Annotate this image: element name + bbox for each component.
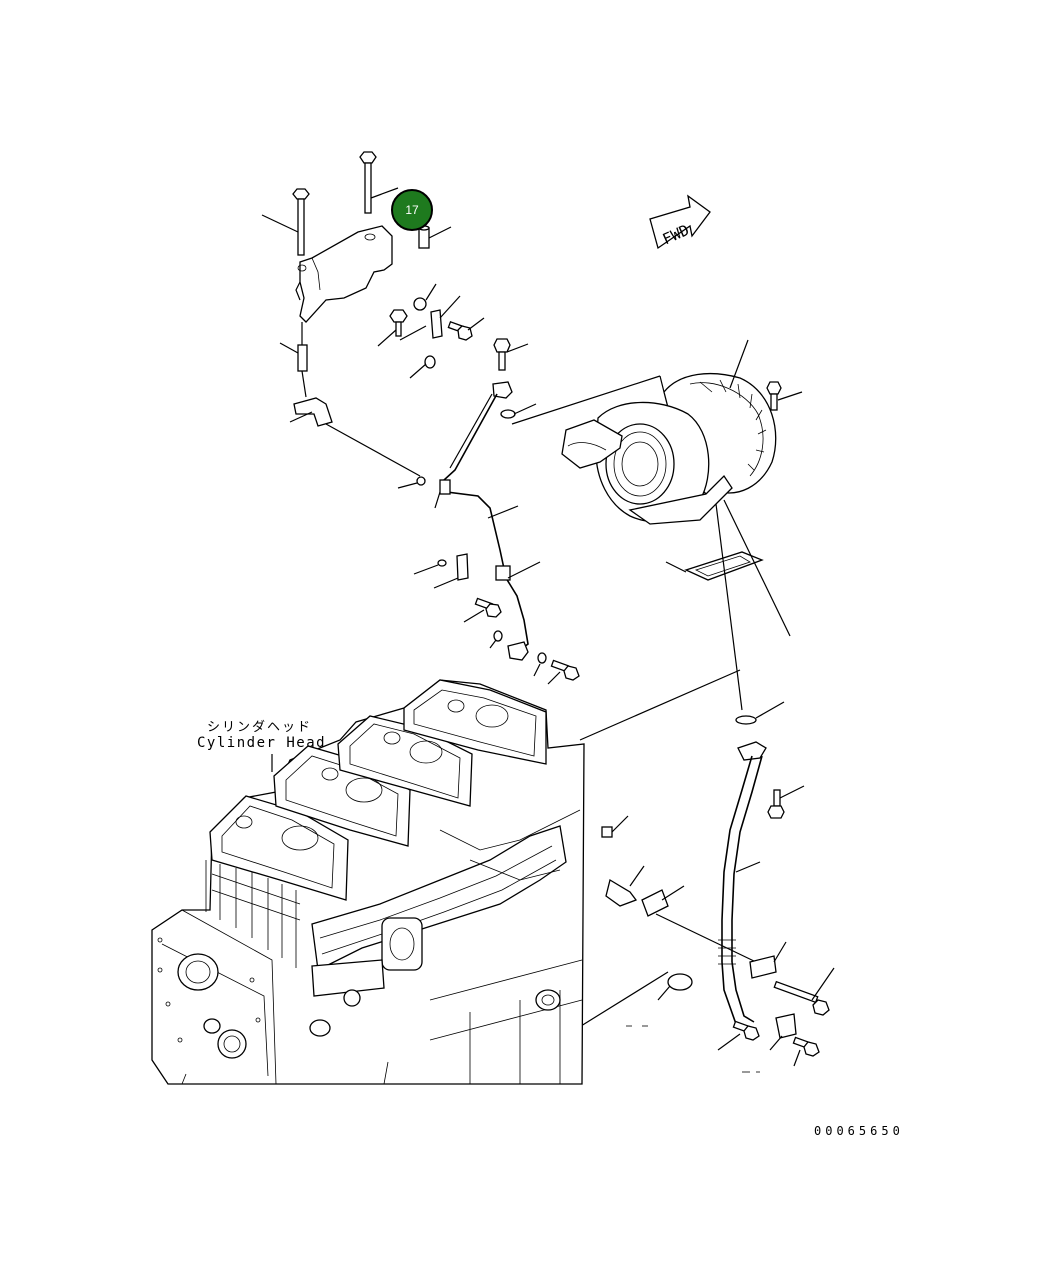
spacer-sleeve-upper — [418, 225, 452, 249]
drawing-number: 00065650 — [814, 1124, 904, 1138]
drain-flange-bolt — [767, 785, 805, 819]
washer-lower — [489, 630, 503, 649]
drain-clip-nut — [601, 815, 629, 838]
bracket-clamp — [413, 553, 469, 589]
lower-angle-bracket — [289, 397, 421, 477]
turbo-mount-bolt — [766, 381, 803, 411]
drain-gasket — [735, 701, 785, 725]
short-bolt-b — [447, 317, 485, 341]
fwd-arrow: FWD — [649, 194, 711, 250]
long-bolt-left — [261, 188, 310, 256]
oil-feed-union — [492, 381, 537, 419]
pipe-end-fitting — [507, 641, 580, 685]
cylinder-head-label-en: Cylinder Head — [197, 735, 327, 751]
oil-feed-bolt — [493, 338, 529, 371]
drain-lower-bolt — [792, 1036, 820, 1067]
heat-shield-bracket — [295, 225, 393, 323]
cylinder-head-label-jp: シリンダヘッド — [207, 720, 313, 735]
short-bolt-a — [377, 309, 408, 347]
callout-number: 17 — [405, 203, 419, 217]
drain-sleeve — [605, 865, 645, 907]
part-callout-17[interactable]: 17 — [391, 189, 433, 231]
clamp-bolt — [463, 597, 502, 623]
turbo-flange-gasket — [579, 499, 791, 741]
drain-dash-marks — [626, 1025, 760, 1073]
long-bolt-right — [359, 151, 399, 214]
drain-bracket — [749, 941, 787, 979]
pipe-clip — [495, 561, 541, 581]
collar-nut — [399, 325, 436, 379]
long-mount-bolt — [773, 967, 835, 1016]
cylinder-head-assembly — [151, 679, 585, 1085]
drain-tube-flange — [551, 971, 797, 1051]
drain-elbow-bolt — [717, 1020, 760, 1051]
oil-supply-tube — [397, 393, 529, 651]
turbocharger — [511, 339, 777, 525]
small-clip-bracket — [430, 295, 461, 339]
nut-upper — [413, 283, 437, 311]
drain-clamp — [641, 885, 757, 963]
spacer-sleeve-lower — [279, 322, 308, 398]
oil-drain-tube — [718, 741, 767, 1031]
